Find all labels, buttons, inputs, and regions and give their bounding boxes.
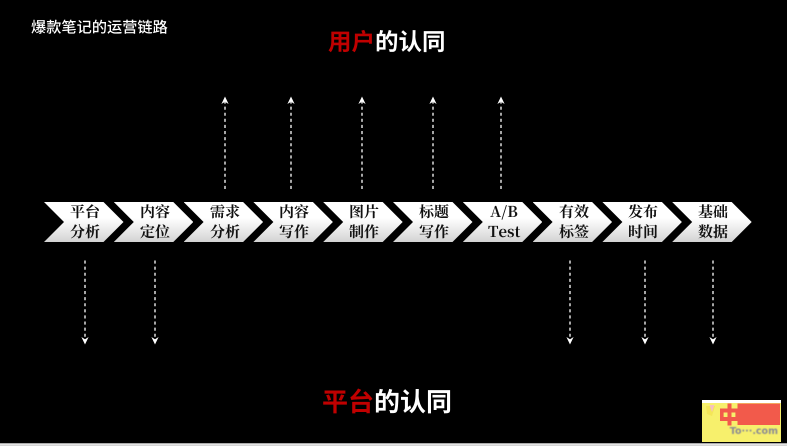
down-arrow-4 bbox=[640, 260, 649, 344]
process-step-1: 平台分析 bbox=[44, 202, 124, 242]
process-step-10: 基础数据 bbox=[672, 202, 752, 242]
process-step-2: 内容定位 bbox=[113, 202, 193, 242]
process-step-8: 有效标签 bbox=[532, 202, 612, 242]
step-8-line1-glyphs bbox=[558, 204, 589, 219]
slide-title-glyphs bbox=[31, 19, 168, 35]
watermark-logo: To···.com bbox=[701, 400, 781, 442]
step-3-line1-glyphs bbox=[209, 204, 240, 219]
process-step-5: 图片制作 bbox=[323, 202, 403, 242]
up-arrow-4 bbox=[429, 96, 437, 189]
step-7-line1-glyphs bbox=[490, 205, 518, 220]
process-step-3: 需求分析 bbox=[183, 202, 263, 242]
step-6-line2-glyphs bbox=[419, 224, 449, 239]
step-8-line2-glyphs bbox=[558, 224, 589, 239]
step-10-line1-glyphs bbox=[698, 204, 728, 219]
down-arrow-1 bbox=[80, 260, 89, 344]
caption-bottom: 平台的认同 bbox=[322, 387, 454, 423]
step-2-line1-glyphs bbox=[141, 204, 170, 219]
watermark-graphic bbox=[705, 403, 780, 426]
step-1-line1-glyphs bbox=[70, 204, 99, 219]
process-step-6: 标题写作 bbox=[393, 202, 473, 242]
step-5-line2-glyphs bbox=[349, 224, 379, 239]
step-5-line1-glyphs bbox=[350, 204, 379, 219]
process-step-9: 发布时间 bbox=[602, 202, 682, 242]
down-arrow-3 bbox=[566, 260, 574, 344]
step-6-line1-glyphs bbox=[419, 204, 449, 219]
step-9-line2-glyphs bbox=[629, 224, 658, 239]
step-3-line2-glyphs bbox=[209, 224, 240, 239]
bottom-window-edge bbox=[0, 443, 787, 446]
step-2-line2-glyphs bbox=[140, 224, 170, 239]
up-arrow-1 bbox=[220, 96, 229, 189]
step-1-line2-glyphs bbox=[70, 224, 100, 239]
up-arrow-5 bbox=[497, 96, 505, 189]
slide-title: 爆款笔记的运营链路 bbox=[31, 18, 170, 42]
step-7-line2-glyphs bbox=[487, 225, 520, 238]
up-arrow-3 bbox=[357, 96, 366, 189]
step-4-line2-glyphs bbox=[280, 224, 310, 239]
step-4-line1-glyphs bbox=[280, 204, 310, 219]
step-9-line1-glyphs bbox=[628, 204, 658, 219]
process-step-7: A/B Test bbox=[462, 202, 542, 242]
caption-top: 用户的认同 bbox=[328, 28, 448, 62]
watermark-top-strip bbox=[701, 400, 781, 403]
up-arrow-2 bbox=[286, 96, 295, 189]
step-10-line2-glyphs bbox=[698, 224, 728, 239]
watermark-url: To···.com bbox=[729, 425, 778, 437]
down-arrow-2 bbox=[151, 260, 159, 344]
process-step-4: 内容写作 bbox=[253, 202, 333, 242]
caption-bottom-glyphs bbox=[322, 388, 450, 414]
caption-top-glyphs bbox=[328, 29, 444, 53]
down-arrow-5 bbox=[709, 260, 717, 344]
